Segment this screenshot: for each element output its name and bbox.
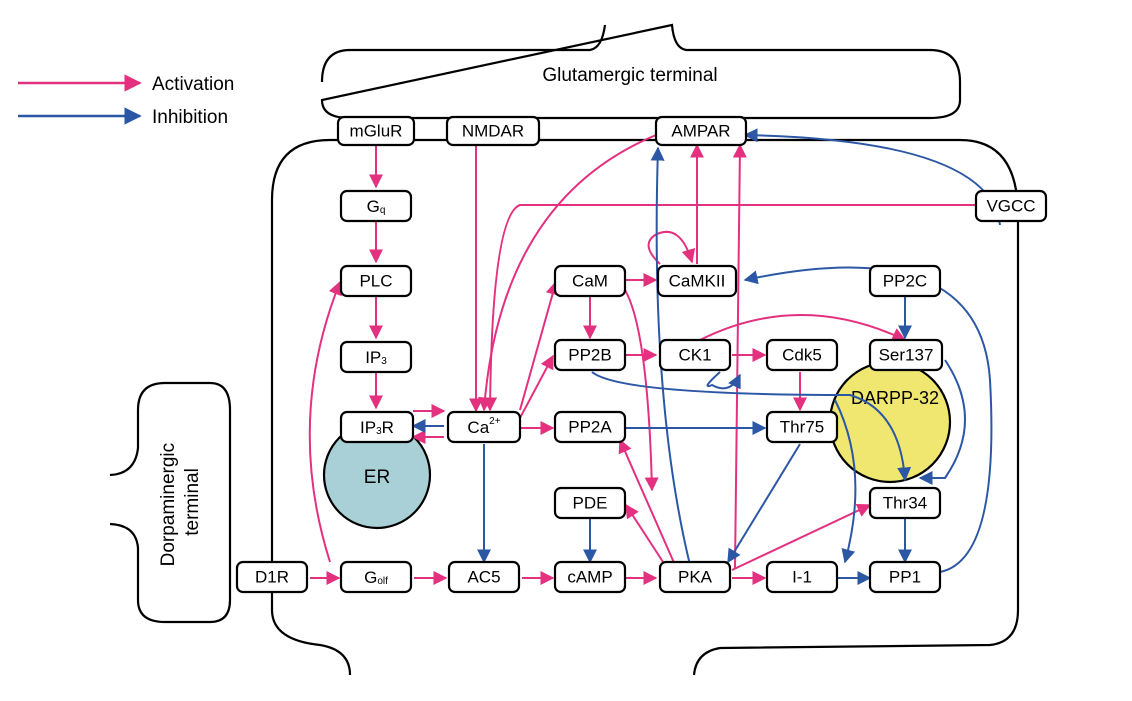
inhibit-thr75-pka (727, 443, 801, 564)
node-ca: Ca2+ (446, 410, 522, 444)
node-thr34: Thr34 (868, 486, 942, 520)
node-ca-superscript: 2+ (489, 416, 501, 427)
svg-text:IP3: IP3 (365, 348, 387, 367)
legend-activation-label: Activation (152, 74, 234, 95)
svg-text:IP3R: IP3R (360, 418, 394, 437)
node-pp1-label: PP1 (889, 568, 921, 587)
node-plc: PLC (339, 264, 413, 298)
inhibit-ser137-thr34 (918, 359, 966, 485)
arrow-vgcc-ca (483, 204, 980, 412)
node-cam-label: CaM (572, 272, 608, 291)
svg-text:Dorpaminergic terminal: Dorpaminergic terminal (158, 438, 203, 567)
node-pka-label: PKA (678, 568, 713, 587)
arrows (308, 128, 1001, 585)
arrow-pka-pde (625, 503, 666, 566)
node-pde: PDE (553, 486, 627, 520)
node-ampar: AMPAR (654, 115, 748, 147)
arrow-golf-plc (308, 280, 342, 563)
node-camkii: CaMKII (656, 264, 738, 298)
svg-text:Golf: Golf (364, 568, 388, 587)
node-ck1-label: CK1 (678, 346, 711, 365)
node-nmdar: NMDAR (445, 115, 541, 147)
arrow-pka-thr34 (731, 504, 872, 571)
node-ca-label: Ca (467, 418, 489, 437)
arrow-ck1-ser137 (699, 314, 907, 341)
node-pp2b-label: PP2B (568, 346, 611, 365)
node-pde-label: PDE (573, 494, 608, 513)
node-golf: Golf (339, 560, 413, 594)
arrow-camkii-self (647, 230, 696, 265)
legend: Activation Inhibition (18, 74, 234, 128)
node-gq-subscript: q (380, 205, 386, 216)
node-ip3-subscript: 3 (381, 356, 387, 367)
node-ip3r: IP3R (339, 410, 415, 444)
node-pp2c: PP2C (868, 264, 942, 298)
svg-text:Gq: Gq (367, 197, 386, 216)
node-nmdar-label: NMDAR (462, 122, 524, 141)
inhibit-pp1-ampar (743, 128, 1001, 226)
node-ip3-label: IP (365, 348, 381, 367)
node-vgcc-label: VGCC (986, 197, 1035, 216)
node-mglur: mGluR (336, 115, 416, 147)
node-ip3r-label: IP (360, 418, 376, 437)
node-pp1: PP1 (868, 560, 942, 594)
dopaminergic-label-line1: Dorpaminergic (158, 443, 179, 567)
glutamergic-terminal-label: Glutamergic terminal (542, 65, 717, 86)
node-cdk5: Cdk5 (765, 338, 839, 372)
darpp32-label: DARPP-32 (851, 388, 939, 408)
node-pp2a-label: PP2A (568, 418, 612, 437)
node-vgcc: VGCC (974, 189, 1048, 223)
node-camp: cAMP (553, 560, 627, 594)
node-ip3r-subscript: 3 (376, 426, 382, 437)
node-ser137-label: Ser137 (879, 346, 934, 365)
node-pp2c-label: PP2C (883, 272, 927, 291)
node-mglur-label: mGluR (350, 122, 403, 141)
node-i1-label: I-1 (792, 568, 812, 587)
node-cam: CaM (553, 264, 627, 298)
node-thr34-label: Thr34 (883, 494, 927, 513)
arrow-pka-ampar (732, 143, 747, 569)
node-cdk5-label: Cdk5 (782, 346, 822, 365)
node-golf-label: G (364, 568, 377, 587)
glutamergic-terminal: Glutamergic terminal (320, 23, 962, 120)
node-d1r: D1R (235, 560, 309, 594)
node-d1r-label: D1R (255, 568, 289, 587)
node-pp2b: PP2B (553, 338, 627, 372)
node-thr75-label: Thr75 (780, 418, 824, 437)
node-ac5: AC5 (447, 560, 521, 594)
node-gq-label: G (367, 197, 380, 216)
node-i1: I-1 (765, 560, 839, 594)
arrow-ca-cam (519, 280, 560, 411)
node-plc-label: PLC (359, 272, 392, 291)
dopaminergic-terminal: Dorpaminergic terminal (109, 381, 232, 624)
inhibit-pka-ampar (650, 146, 691, 566)
arrow-pka-pp2a (618, 438, 676, 566)
legend-inhibition-label: Inhibition (152, 107, 228, 128)
node-ck1: CK1 (658, 338, 732, 372)
svg-text:Ca2+: Ca2+ (467, 416, 500, 437)
node-camp-label: cAMP (567, 568, 612, 587)
cell-membrane (270, 138, 1020, 676)
node-ip3: IP3 (339, 340, 413, 374)
node-ampar-label: AMPAR (671, 122, 730, 141)
arrow-cam-pde (624, 289, 659, 492)
inhibit-pp2b-thr34 (591, 371, 912, 482)
darpp32-protein (828, 360, 952, 484)
dopaminergic-label-line2: terminal (182, 468, 203, 536)
arrow-ca-pp2b (519, 354, 554, 419)
er-label: ER (364, 467, 390, 488)
node-gq: Gq (339, 189, 413, 223)
node-thr75: Thr75 (765, 410, 839, 444)
inhibit-darpp-i1 (834, 399, 857, 564)
node-camkii-label: CaMKII (669, 272, 726, 291)
inhibit-pp1-camkii (743, 266, 993, 573)
node-pp2a: PP2A (553, 410, 627, 444)
node-ac5-label: AC5 (467, 568, 500, 587)
node-pka: PKA (658, 560, 732, 594)
node-ser137: Ser137 (868, 338, 944, 372)
node-ip3r-tail: R (382, 418, 394, 437)
inhibit-ck1-self (706, 371, 741, 390)
node-golf-subscript: olf (377, 576, 388, 587)
